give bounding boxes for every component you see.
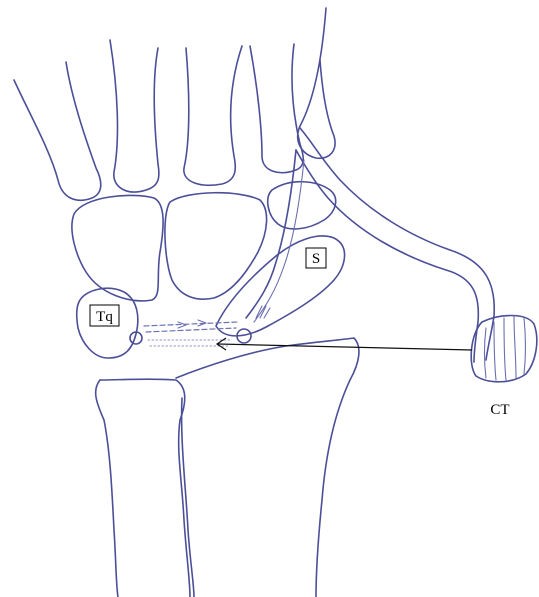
label-s-text: S xyxy=(312,251,320,267)
ulna-outline-left xyxy=(96,380,118,597)
tunnel-dash-upper xyxy=(144,322,238,326)
ulna-bone xyxy=(100,379,190,597)
label-tq: Tq xyxy=(90,305,119,326)
tendon-graft xyxy=(246,128,494,362)
distal-carpals xyxy=(72,182,336,301)
metacarpal-3 xyxy=(184,46,242,185)
radius-bone xyxy=(176,338,359,597)
forearm-bones xyxy=(96,338,359,597)
capitate xyxy=(165,193,267,299)
graft-through-scaphoid-2 xyxy=(254,160,304,322)
suture-mark-3 xyxy=(264,308,270,318)
graft-arrow-shaft xyxy=(218,344,472,350)
metacarpal-4 xyxy=(110,40,159,192)
hamate xyxy=(72,195,163,300)
coil-loop-3 xyxy=(504,318,506,380)
metacarpal-5 xyxy=(14,62,101,200)
label-s: S xyxy=(306,248,326,268)
label-ct-text: CT xyxy=(490,402,509,418)
graft-outer-line xyxy=(300,128,494,360)
coiled-tendon xyxy=(471,316,537,382)
label-tq-text: Tq xyxy=(96,309,113,325)
graft-through-scaphoid xyxy=(246,150,296,318)
coil-loop-2 xyxy=(494,322,496,380)
tunnel-dash-middle xyxy=(146,328,236,332)
metacarpal-1 xyxy=(298,8,335,158)
metacarpals xyxy=(14,8,335,200)
trapezoid xyxy=(268,182,336,229)
coil-loop-4 xyxy=(514,316,516,378)
coil-loop-1 xyxy=(485,328,487,378)
coil-loop-5 xyxy=(524,318,526,374)
